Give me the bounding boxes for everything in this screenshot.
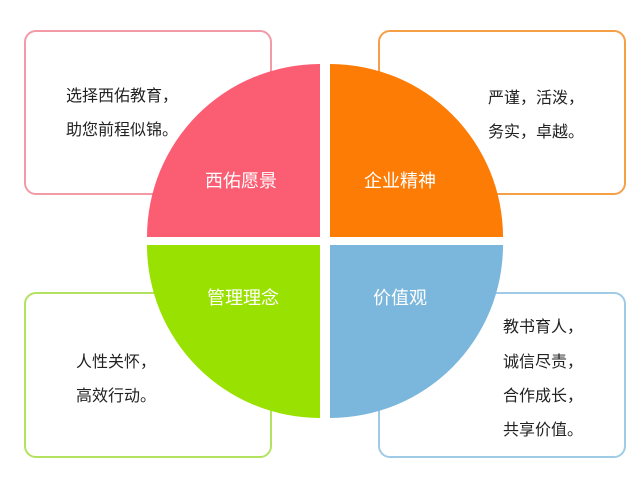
values-card-line-4: 共享价值。: [503, 420, 584, 439]
management-label: 管理理念: [207, 287, 279, 309]
spirit-quadrant: [330, 64, 503, 237]
values-card-line-3: 合作成长，: [503, 386, 584, 405]
spirit-label: 企业精神: [364, 171, 436, 192]
values-label: 价值观: [373, 288, 427, 309]
management-quadrant: [147, 245, 320, 418]
spirit-card-line-2: 务实，卓越。: [488, 122, 585, 141]
vision-label: 西佑愿景: [205, 171, 277, 192]
values-card-line-2: 诚信尽责，: [503, 352, 584, 371]
management-card-line-1: 人性关怀，: [76, 352, 157, 371]
vision-card-line-1: 选择西佑教育，: [66, 86, 179, 105]
values-quadrant: [330, 245, 503, 418]
management-card-line-2: 高效行动。: [76, 386, 157, 405]
vision-card-line-2: 助您前程似锦。: [66, 120, 179, 139]
vision-quadrant: [147, 64, 320, 237]
spirit-card-line-1: 严谨，活泼，: [488, 88, 585, 107]
values-card-line-1: 教书育人，: [503, 317, 584, 336]
